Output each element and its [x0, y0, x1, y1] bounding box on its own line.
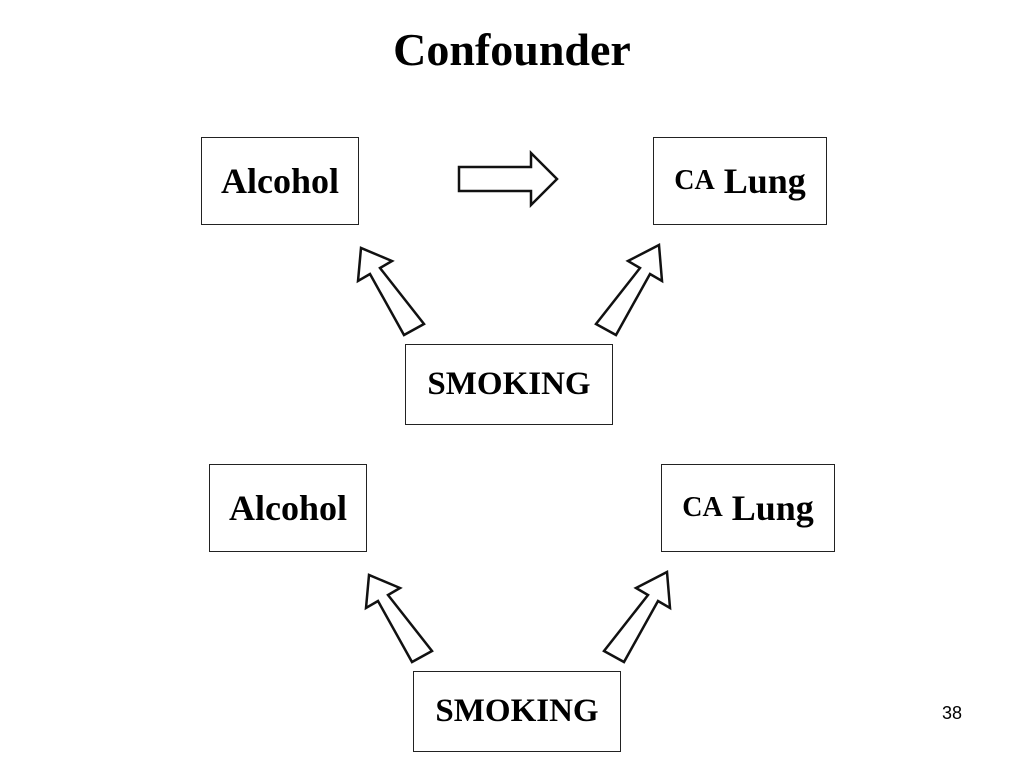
ca-prefix-label: CA — [682, 492, 723, 523]
arrow-up-right-icon — [594, 243, 664, 337]
arrow-up-left-icon — [356, 246, 426, 337]
smoking-box-top: SMOKING — [405, 344, 613, 425]
slide-title: Confounder — [393, 24, 631, 75]
ca-prefix-label: CA — [674, 165, 715, 196]
ca-lung-box-top: CA Lung — [653, 137, 827, 225]
page-number: 38 — [941, 703, 963, 723]
ca-lung-box-bottom: CA Lung — [661, 464, 835, 552]
arrow-up-left-icon — [364, 573, 434, 664]
arrow-up-right-icon — [602, 570, 672, 664]
smoking-box-bottom: SMOKING — [413, 671, 621, 752]
smoking-label: SMOKING — [427, 366, 591, 402]
alcohol-box-top: Alcohol — [201, 137, 359, 225]
lung-label: Lung — [731, 488, 814, 528]
alcohol-label: Alcohol — [228, 488, 347, 528]
alcohol-box-bottom: Alcohol — [209, 464, 367, 552]
smoking-label: SMOKING — [435, 693, 599, 729]
lung-label: Lung — [723, 161, 806, 201]
alcohol-label: Alcohol — [220, 161, 339, 201]
right-arrow-icon — [457, 149, 559, 209]
